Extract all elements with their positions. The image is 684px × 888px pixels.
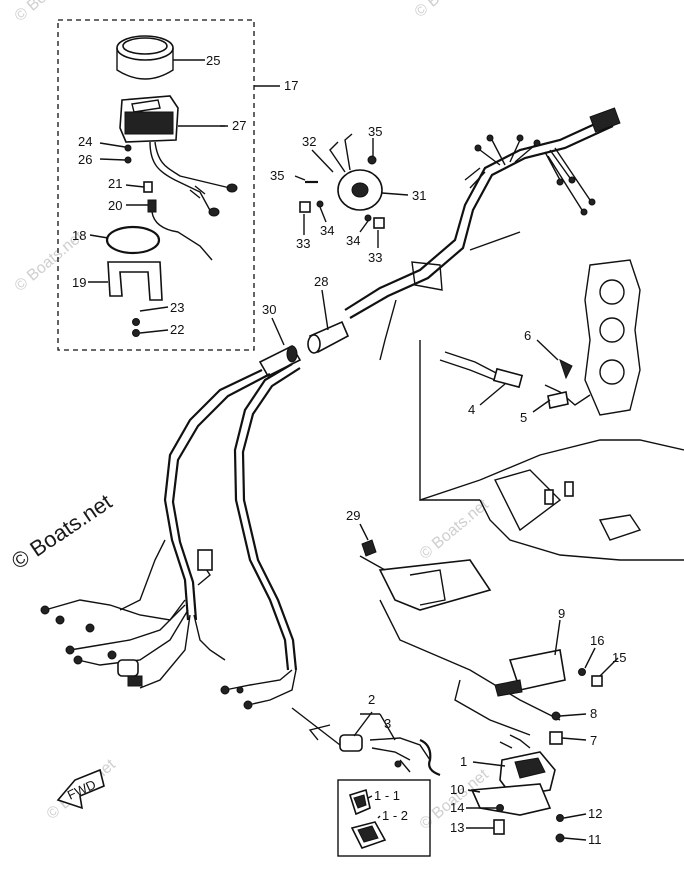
switch-group-2-3 (291, 707, 441, 777)
callout-33: 33 (296, 236, 310, 251)
meter-body-part-27 (119, 95, 238, 217)
callout-25: 25 (206, 53, 220, 68)
watermark: © Boats.net (12, 0, 88, 25)
meter-cover-part-25 (116, 35, 205, 80)
callout-3: 3 (384, 716, 391, 731)
callout-1-1: 1 - 1 (374, 788, 400, 803)
callout-35: 35 (368, 124, 382, 139)
callout-7: 7 (590, 733, 597, 748)
callout-18: 18 (72, 228, 86, 243)
callout-35: 35 (270, 168, 284, 183)
callout-22: 22 (170, 322, 184, 337)
callout-28: 28 (314, 274, 328, 289)
callout-27: 27 (232, 118, 246, 133)
callout-15: 15 (612, 650, 626, 665)
switch-part-1 (466, 711, 587, 843)
callout-34: 34 (346, 233, 360, 248)
key-inset-box (337, 779, 431, 857)
assembly-17-dashed-box (57, 19, 255, 351)
callout-1: 1 (460, 754, 467, 769)
callout-8: 8 (590, 706, 597, 721)
callout-19: 19 (72, 275, 86, 290)
callout-16: 16 (590, 633, 604, 648)
watermark: © Boats.net (412, 0, 488, 21)
callout-9: 9 (558, 606, 565, 621)
switch-part-31 (294, 133, 409, 248)
callout-4: 4 (468, 402, 475, 417)
callout-33: 33 (368, 250, 382, 265)
part-29 (359, 523, 561, 736)
callout-30: 30 (262, 302, 276, 317)
callout-17: 17 (284, 78, 298, 93)
callout-29: 29 (346, 508, 360, 523)
callout-6: 6 (524, 328, 531, 343)
watermark: © Boats.net (417, 496, 493, 563)
callout-21: 21 (108, 176, 122, 191)
callout-1-2: 1 - 2 (382, 808, 408, 823)
main-harness (344, 107, 621, 361)
callout-12: 12 (588, 806, 602, 821)
fwd-arrow-icon: FWD (56, 768, 105, 810)
callout-31: 31 (412, 188, 426, 203)
callout-13: 13 (450, 820, 464, 835)
harness-part-30 (40, 317, 302, 710)
callout-14: 14 (450, 800, 464, 815)
callout-34: 34 (320, 223, 334, 238)
callout-11: 11 (588, 832, 602, 847)
watermark-main: © Boats.net (7, 489, 117, 574)
sensor-group-4-5-6 (439, 339, 591, 413)
callout-2: 2 (368, 692, 375, 707)
callout-5: 5 (520, 410, 527, 425)
engine-block (419, 259, 684, 561)
callout-10: 10 (450, 782, 464, 797)
rectifier-part-9 (494, 619, 619, 697)
callout-23: 23 (170, 300, 184, 315)
connector-part-28 (307, 289, 350, 354)
callout-26: 26 (78, 152, 92, 167)
callout-24: 24 (78, 134, 92, 149)
callout-20: 20 (108, 198, 122, 213)
callout-32: 32 (302, 134, 316, 149)
